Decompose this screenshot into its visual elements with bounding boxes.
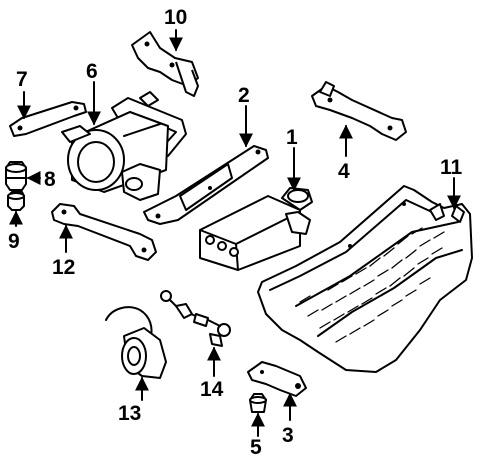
callout-9: 9 bbox=[8, 230, 20, 253]
callout-2: 2 bbox=[238, 84, 250, 107]
callout-4: 4 bbox=[338, 160, 350, 183]
callout-14: 14 bbox=[200, 378, 224, 401]
part-6-canister-assembly bbox=[61, 91, 187, 201]
callout-12: 12 bbox=[52, 256, 75, 279]
leader-lines bbox=[9, 29, 461, 437]
callout-11: 11 bbox=[440, 156, 463, 179]
callout-8: 8 bbox=[44, 168, 56, 191]
part-3-small-bracket bbox=[247, 361, 307, 397]
part-11-battery-tray bbox=[257, 185, 473, 373]
callout-13: 13 bbox=[118, 402, 141, 425]
part-4-bracket bbox=[311, 81, 407, 141]
callout-10: 10 bbox=[164, 6, 187, 29]
callout-1: 1 bbox=[286, 126, 298, 149]
part-13-sensor bbox=[105, 306, 167, 379]
part-2-mounting-rail bbox=[143, 145, 269, 225]
callout-3: 3 bbox=[282, 424, 294, 447]
callout-5: 5 bbox=[250, 436, 262, 459]
part-1-control-module bbox=[199, 187, 313, 271]
callout-6: 6 bbox=[86, 60, 98, 83]
part-10-upper-bracket bbox=[131, 31, 199, 97]
part-14-link-rod bbox=[160, 290, 231, 347]
part-8-grommet bbox=[5, 161, 27, 191]
part-12-long-bracket bbox=[51, 203, 157, 261]
part-5-clip bbox=[249, 393, 267, 413]
callout-7: 7 bbox=[16, 68, 28, 91]
part-9-small-grommet bbox=[7, 191, 25, 211]
part-7-strap-bracket bbox=[9, 101, 87, 137]
